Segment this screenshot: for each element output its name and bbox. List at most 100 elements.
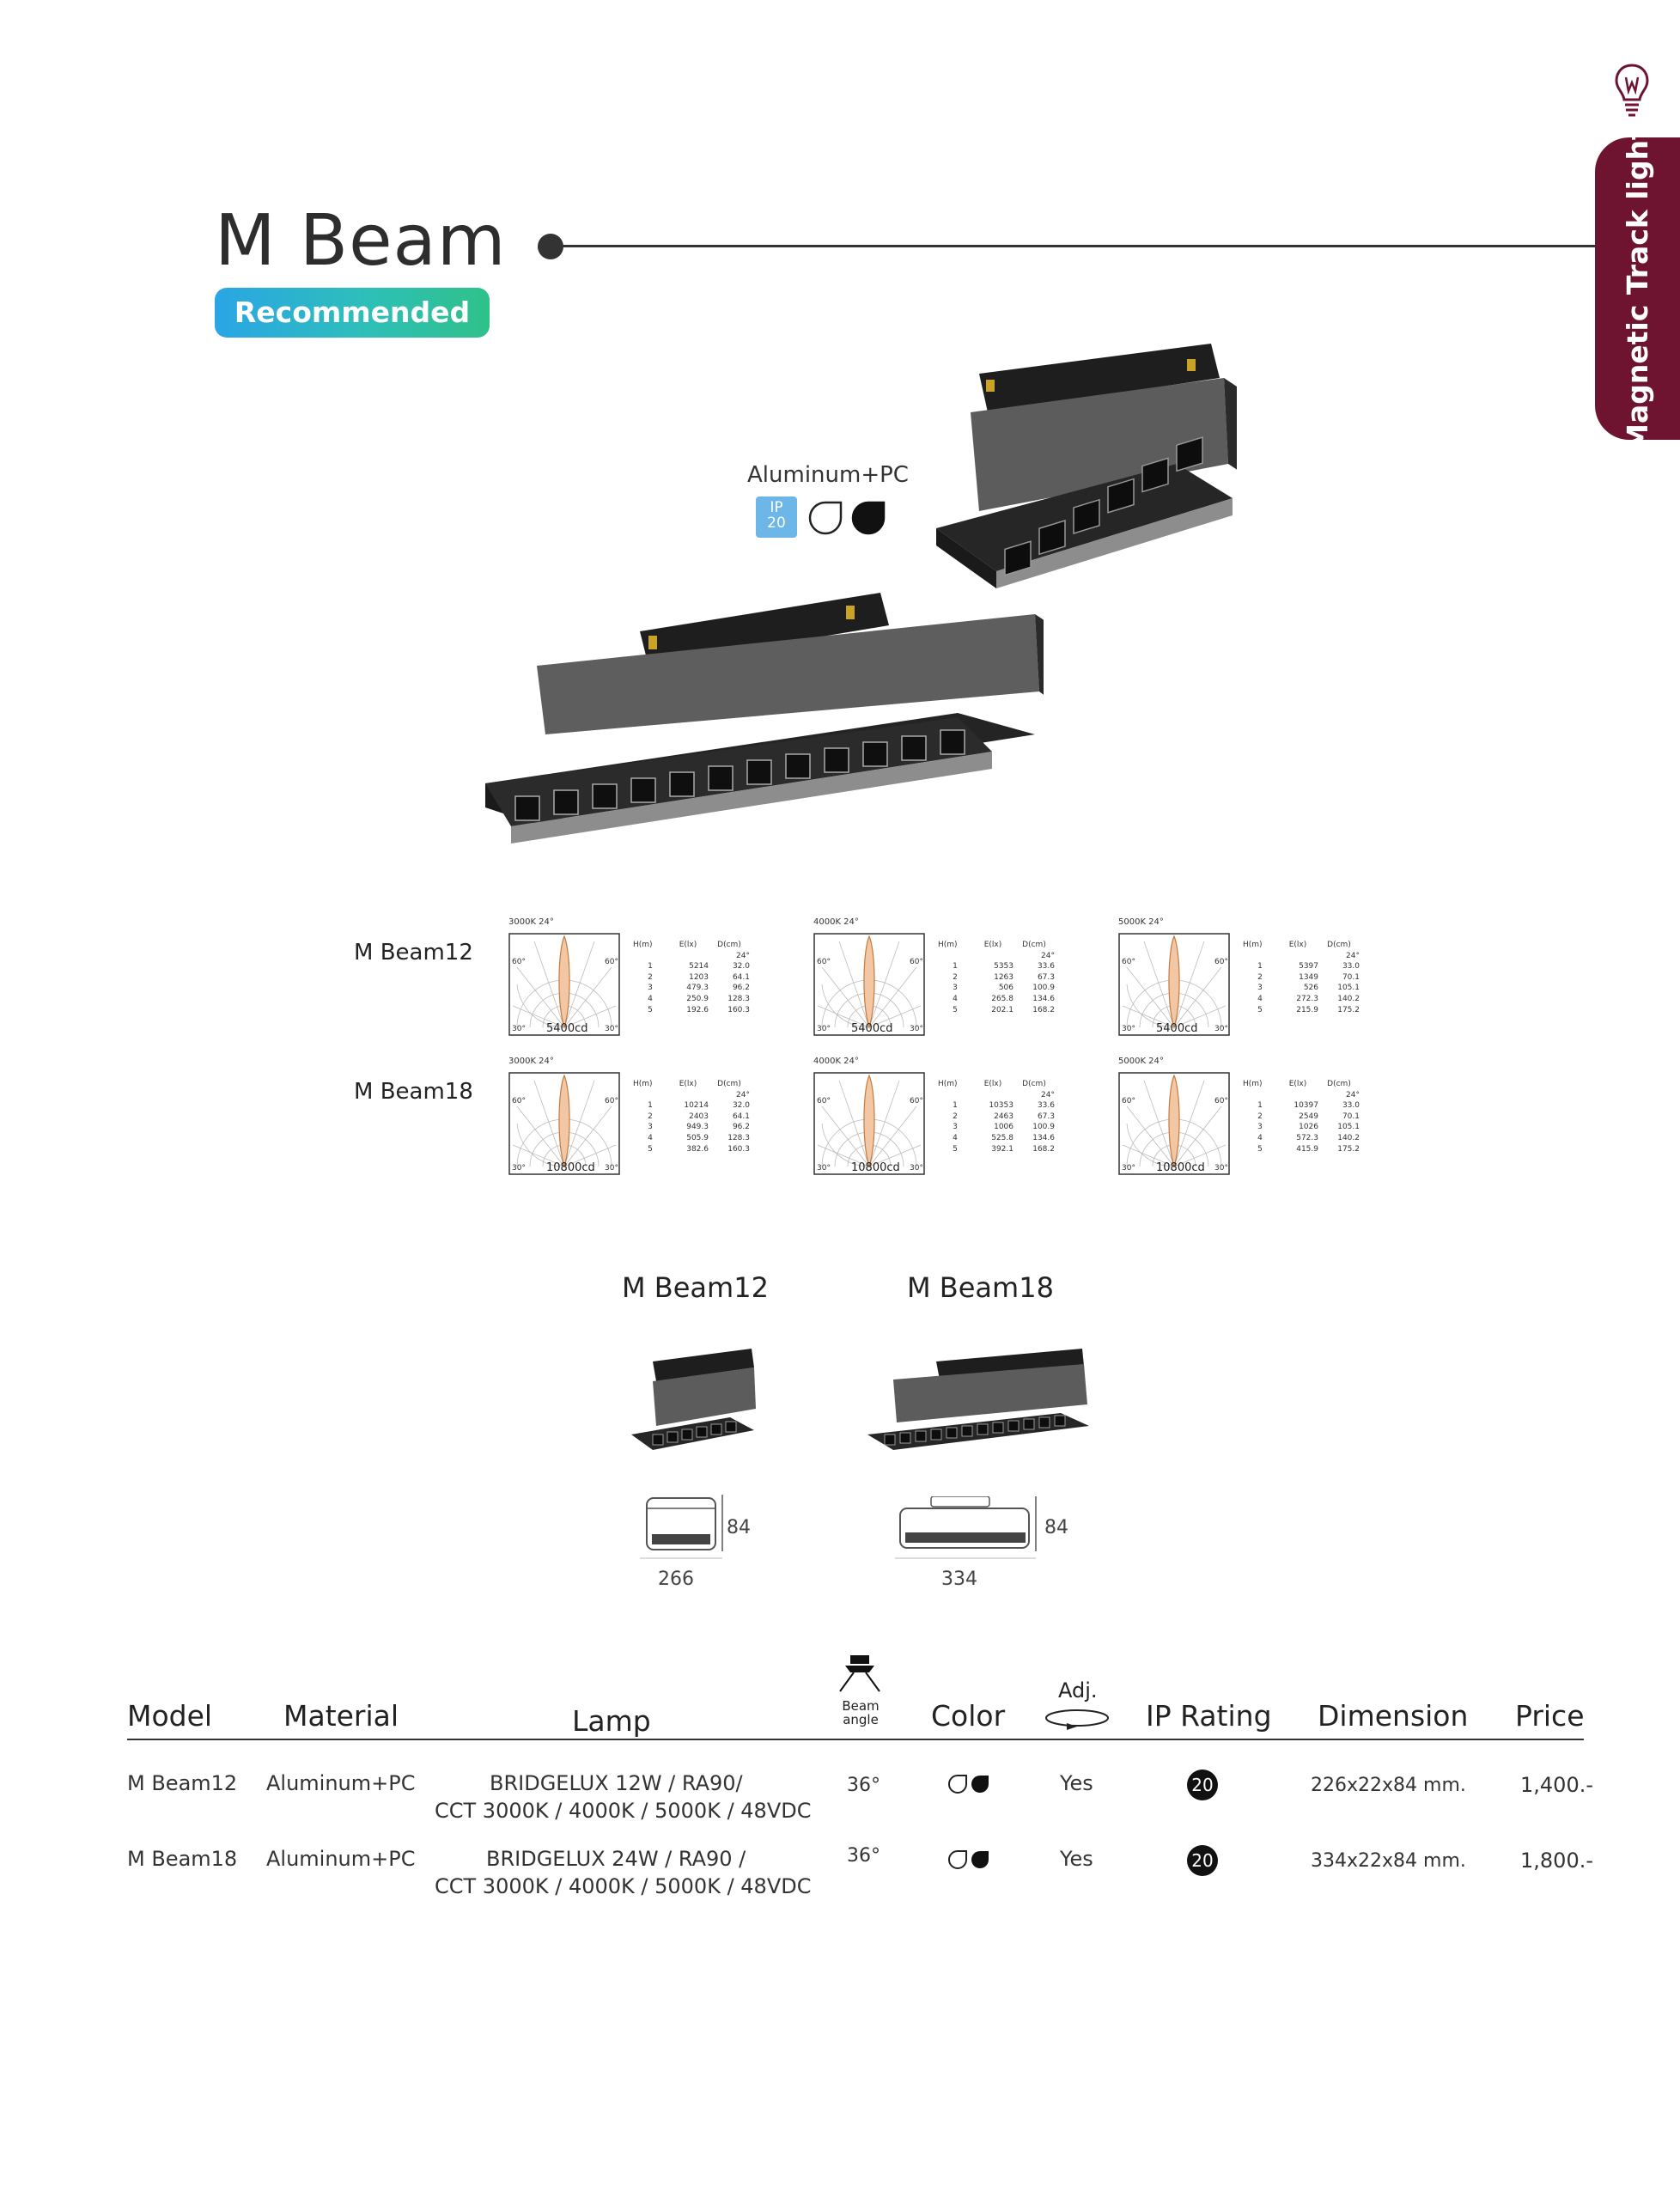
illuminance-cell: 105.1 [1337, 984, 1360, 993]
photometric-model-label: M Beam12 [354, 940, 473, 965]
illuminance-cell: 70.1 [1342, 972, 1360, 982]
beam-angle-icon [839, 1655, 880, 1692]
illuminance-cell: 3 [953, 1123, 958, 1132]
polar-light-distribution-chart: 60°60°30°30° [508, 1072, 620, 1175]
polar-angle-label: 60° [1214, 1097, 1228, 1106]
polar-angle-label: 30° [1214, 1164, 1228, 1173]
illuminance-cell: 3 [1257, 984, 1263, 993]
row-lamp-line2: CCT 3000K / 4000K / 5000K / 48VDC [435, 1799, 812, 1823]
illuminance-cell: D(cm) [1327, 941, 1351, 949]
row-color-icons [948, 1775, 989, 1794]
polar-angle-label: 60° [817, 958, 831, 966]
polar-light-distribution-chart: 60°60°30°30° [813, 933, 925, 1036]
illuminance-cell: 100.9 [1032, 1123, 1055, 1132]
illuminance-cell: 3 [953, 984, 958, 993]
illuminance-cell: 33.6 [1037, 1101, 1055, 1111]
row-lamp-line2: CCT 3000K / 4000K / 5000K / 48VDC [435, 1874, 812, 1898]
illuminance-cell: 526 [1303, 984, 1318, 993]
illuminance-cell: 24° [736, 1090, 750, 1100]
header-beam-angle: Beam angle [837, 1699, 885, 1727]
illuminance-cell: 5 [1257, 1144, 1263, 1154]
illuminance-cell: D(cm) [717, 1080, 741, 1088]
illuminance-cell: 24° [736, 951, 750, 960]
row-beam-angle: 36° [847, 1845, 880, 1867]
illuminance-cell: E(lx) [679, 1080, 697, 1088]
illuminance-cell [1277, 1090, 1318, 1101]
illuminance-cell: 33.0 [1342, 1101, 1360, 1111]
illuminance-cell: 100.9 [1032, 984, 1055, 993]
illuminance-cell [1243, 1090, 1277, 1101]
title-divider [558, 245, 1598, 247]
illuminance-cell: 24° [1346, 951, 1360, 960]
beam-header-line1: Beam [842, 1698, 880, 1714]
illuminance-cell: 265.8 [991, 994, 1013, 1003]
illuminance-cell: 128.3 [727, 994, 750, 1003]
illuminance-cell: 382.6 [686, 1144, 709, 1154]
row-ip-badge: 20 [1187, 1770, 1218, 1800]
page-title: M Beam [215, 200, 507, 282]
m-beam18-product-image [485, 593, 1044, 844]
illuminance-row: 24° [633, 951, 750, 962]
polar-angle-label: 30° [1122, 1164, 1135, 1173]
ip20-icon: IP 20 [756, 496, 797, 538]
illuminance-cell: 3 [648, 1123, 653, 1132]
header-price: Price [1515, 1699, 1585, 1733]
illuminance-row: 3 526 105.1 [1243, 983, 1360, 994]
polar-angle-label: 60° [605, 1097, 618, 1106]
illuminance-cell [938, 951, 972, 962]
illuminance-cell: 1 [648, 962, 653, 972]
peak-intensity-label: 5400cd [851, 1022, 893, 1035]
m-beam12-width-value: 266 [658, 1569, 694, 1590]
illuminance-cell: 160.3 [727, 1144, 750, 1154]
illuminance-cell: 140.2 [1337, 994, 1360, 1003]
polar-angle-label: 60° [1122, 1097, 1135, 1106]
illuminance-cell: 1263 [994, 972, 1013, 982]
illuminance-cell: 140.2 [1337, 1133, 1360, 1142]
illuminance-cell: 5214 [689, 962, 709, 972]
illuminance-cell: 128.3 [727, 1133, 750, 1142]
m-beam12-dimension-drawing [640, 1495, 723, 1559]
illuminance-cell: 175.2 [1337, 1144, 1360, 1154]
illuminance-cell: 250.9 [686, 994, 709, 1003]
illuminance-cell: 3 [1257, 1123, 1263, 1132]
illuminance-cell: 202.1 [991, 1005, 1013, 1014]
dimension-model-title: M Beam12 [622, 1271, 769, 1304]
cct-beam-label: 3000K 24° [508, 917, 554, 927]
illuminance-cell: 134.6 [1032, 994, 1055, 1003]
polar-light-distribution-chart: 60°60°30°30° [1118, 933, 1230, 1036]
illuminance-row: 24° [633, 1090, 750, 1101]
row-lamp-line1: BRIDGELUX 12W / RA90/ [490, 1771, 743, 1795]
illuminance-row: H(m)E(lx)D(cm) [938, 940, 1055, 951]
header-lamp: Lamp [572, 1704, 651, 1738]
illuminance-cell: 160.3 [727, 1005, 750, 1014]
illuminance-cell: 1 [648, 1101, 653, 1111]
row-ip-badge: 20 [1187, 1845, 1218, 1876]
illuminance-cell: 2463 [994, 1112, 1013, 1121]
polar-angle-label: 60° [605, 958, 618, 966]
illuminance-cell: 1 [1257, 1101, 1263, 1111]
illuminance-row: H(m)E(lx)D(cm) [1243, 1079, 1360, 1090]
illuminance-cell: 4 [648, 1133, 653, 1142]
header-color: Color [931, 1699, 1006, 1733]
illuminance-cell: 192.6 [686, 1005, 709, 1014]
dimension-model-title: M Beam18 [907, 1271, 1054, 1304]
peak-intensity-label: 5400cd [1156, 1022, 1198, 1035]
illuminance-cell [633, 951, 667, 962]
m-beam12-product-image [936, 344, 1237, 588]
illuminance-cell: 392.1 [991, 1144, 1013, 1154]
